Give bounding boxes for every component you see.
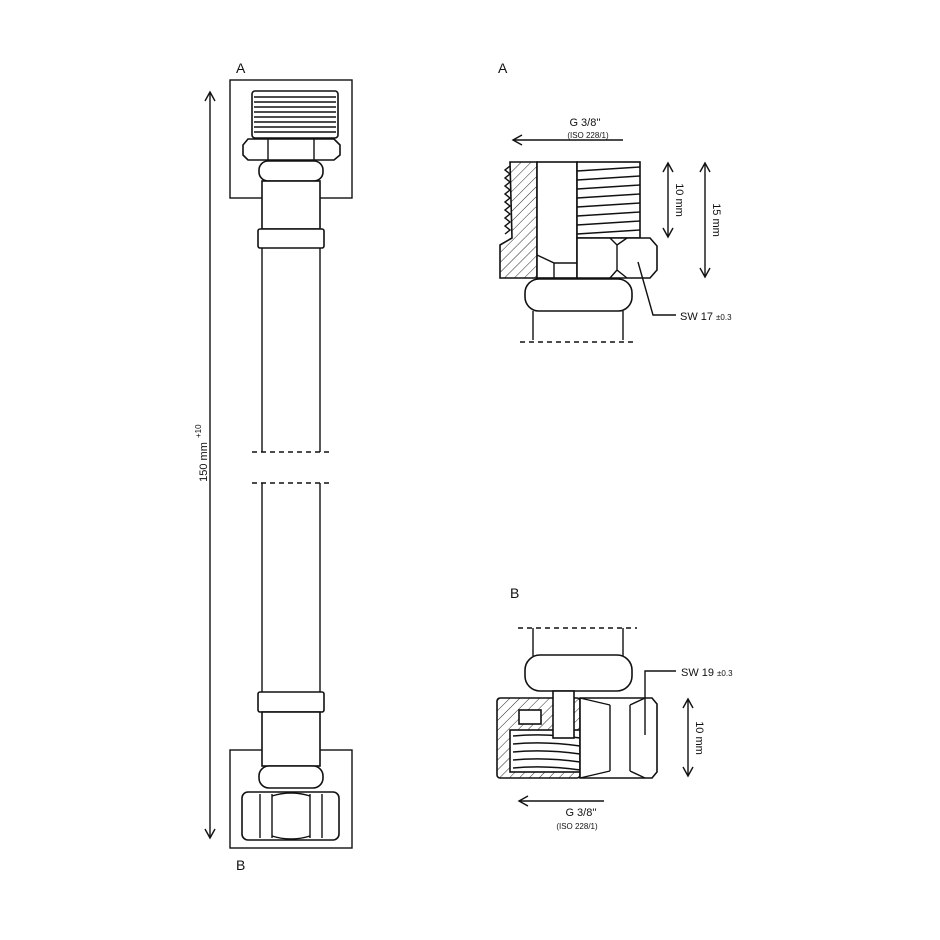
wrench-size-b: SW 19±0.3 (681, 667, 733, 679)
length-tolerance: +10 (194, 424, 203, 438)
thread-size: G 3/8'' (569, 117, 600, 129)
dim-15mm-text: 15 mm (710, 203, 722, 237)
female-nut-fitting (241, 765, 340, 841)
section-hatch (499, 161, 538, 279)
dim-10mm-text: 10 mm (673, 183, 685, 217)
label-b: B (236, 857, 245, 873)
hose-body (252, 180, 330, 767)
length-dimension-label: 150 mm +10 (194, 424, 210, 482)
bore (536, 161, 578, 279)
length-text: 150 mm (198, 442, 210, 482)
detail-a: A G 3/8'' (ISO 228/1) 10 mm 15 mm SW 17±… (498, 60, 732, 343)
dim-10mm-b-text: 10 mm (693, 721, 705, 755)
thread-standard: (ISO 228/1) (567, 131, 609, 140)
seal (518, 709, 542, 725)
collar-b (524, 654, 633, 692)
external-thread (576, 161, 641, 239)
male-thread-fitting (242, 90, 341, 182)
detail-a-label: A (498, 60, 508, 76)
collar (524, 278, 633, 312)
overview-hose: 150 mm +10 A B (194, 60, 353, 873)
leader-line (637, 261, 676, 316)
leader-line-b (644, 670, 676, 735)
wrench-size-a: SW 17±0.3 (680, 311, 732, 323)
detail-b-label: B (510, 585, 519, 601)
bore-b (552, 690, 575, 739)
thread-size-b: G 3/8'' (565, 807, 596, 819)
detail-b: B SW 19±0.3 10 mm G 3/8'' (ISO 228/1) (496, 585, 733, 831)
thread-standard-b: (ISO 228/1) (556, 822, 598, 831)
label-a: A (236, 60, 246, 76)
